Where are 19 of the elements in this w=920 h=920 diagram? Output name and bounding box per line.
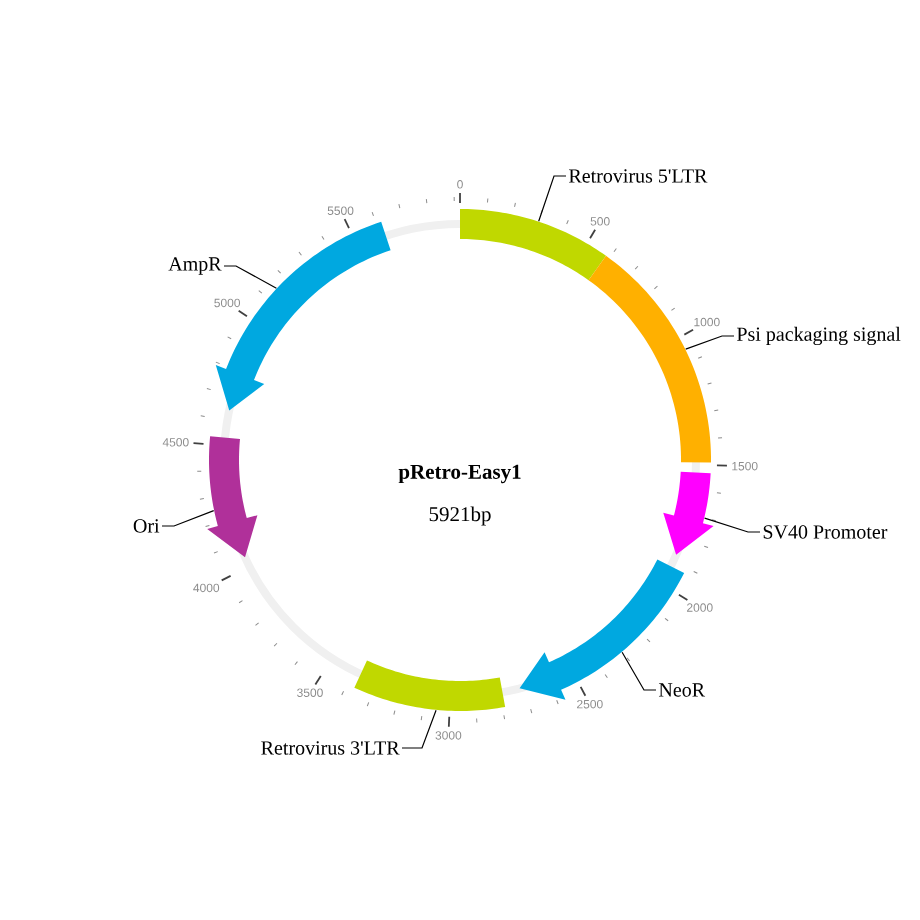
leader-line — [161, 510, 215, 527]
leader-line — [621, 651, 657, 691]
feature-label: Retrovirus 5'LTR — [568, 169, 708, 183]
feature-label: SV40 Promoter — [763, 525, 888, 539]
feature-label: Ori — [133, 519, 160, 533]
leader-line — [704, 517, 761, 533]
feature-label: NeoR — [658, 683, 706, 697]
feature-segment — [663, 471, 714, 555]
leader-line — [401, 709, 437, 749]
feature-segment — [354, 660, 506, 711]
leader-line — [685, 335, 735, 350]
plasmid-name: pRetro-Easy1 — [398, 464, 521, 484]
leader-line — [223, 265, 277, 289]
leader-line — [538, 175, 567, 222]
feature-label: Retrovirus 3'LTR — [261, 741, 400, 755]
feature-label: AmpR — [168, 257, 222, 275]
feature-label: Psi packaging signal — [737, 326, 901, 346]
feature-segment — [460, 209, 606, 281]
feature-segment — [207, 436, 258, 558]
